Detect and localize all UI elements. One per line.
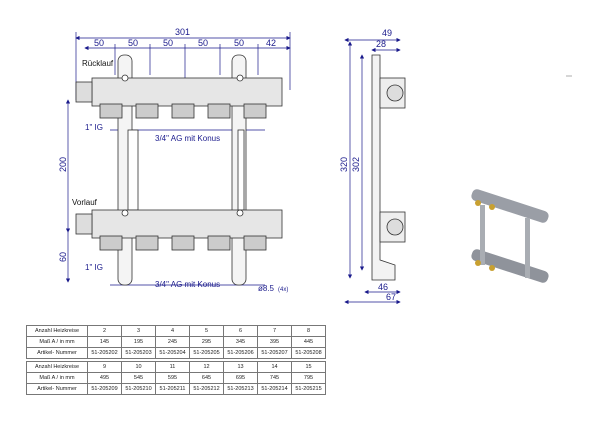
- cell: 51-205206: [223, 347, 258, 359]
- dim-side-h2: 302: [351, 157, 361, 172]
- cell: 51-205204: [155, 347, 190, 359]
- cell: 6: [223, 325, 258, 337]
- label-ag-bottom: 3/4" AG mit Konus: [155, 280, 220, 289]
- cell: 51-205203: [121, 347, 156, 359]
- dim-side-h1: 320: [339, 157, 349, 172]
- row-label: Maß A / in mm: [26, 372, 88, 384]
- row-label: Maß A / in mm: [26, 336, 88, 348]
- cell: 695: [223, 372, 258, 384]
- label-ig-bottom: 1" IG: [85, 263, 103, 272]
- dim-side-w1: 49: [382, 28, 392, 38]
- cell: 12: [189, 361, 224, 373]
- cell: 15: [291, 361, 326, 373]
- row-label: Anzahl Heizkreise: [26, 361, 88, 373]
- cell: 51-205205: [189, 347, 224, 359]
- dim-seg: 50: [163, 38, 173, 48]
- cell: 3: [121, 325, 156, 337]
- cell: 245: [155, 336, 190, 348]
- dim-offset: 60: [58, 252, 68, 262]
- cell: 7: [257, 325, 292, 337]
- row-label: Artikel- Nummer: [26, 383, 88, 395]
- cell: 51-205210: [121, 383, 156, 395]
- cell: 545: [121, 372, 156, 384]
- label-return: Rücklauf: [82, 59, 114, 68]
- manifold-side-view: [371, 54, 406, 281]
- cell: 51-205213: [223, 383, 258, 395]
- dim-seg: 50: [234, 38, 244, 48]
- cell: 14: [257, 361, 292, 373]
- dim-seg: 50: [94, 38, 104, 48]
- dim-side-b1: 46: [378, 282, 388, 292]
- dimension-labels: 301 50 50 50 50 50 42 200 60 Rücklauf Vo…: [58, 27, 396, 302]
- cell: 51-205215: [291, 383, 326, 395]
- row-label: Artikel- Nummer: [26, 347, 88, 359]
- cell: 5: [189, 325, 224, 337]
- cell: 195: [121, 336, 156, 348]
- cell: 51-205212: [189, 383, 224, 395]
- dim-side-w2: 28: [376, 39, 386, 49]
- dim-side-b2: 67: [386, 292, 396, 302]
- cell: 51-205202: [87, 347, 122, 359]
- cell: 10: [121, 361, 156, 373]
- dim-height: 200: [58, 157, 68, 172]
- label-hole: ø8.5: [258, 284, 275, 293]
- cell: 745: [257, 372, 292, 384]
- dim-seg: 50: [128, 38, 138, 48]
- cell: 4: [155, 325, 190, 337]
- cell: 595: [155, 372, 190, 384]
- cell: 11: [155, 361, 190, 373]
- cell: 395: [257, 336, 292, 348]
- dim-seg: 42: [266, 38, 276, 48]
- cell: 51-205207: [257, 347, 292, 359]
- cell: 2: [87, 325, 122, 337]
- row-label: Anzahl Heizkreise: [26, 325, 88, 337]
- label-hole-count: (4x): [278, 287, 288, 293]
- cell: 445: [291, 336, 326, 348]
- cell: 51-205211: [155, 383, 190, 395]
- label-supply: Vorlauf: [72, 198, 98, 207]
- cell: 9: [87, 361, 122, 373]
- cell: 645: [189, 372, 224, 384]
- cell: 51-205209: [87, 383, 122, 395]
- cell: 13: [223, 361, 258, 373]
- label-ag-top: 3/4" AG mit Konus: [155, 134, 220, 143]
- cell: 795: [291, 372, 326, 384]
- cell: 295: [189, 336, 224, 348]
- dim-seg: 50: [198, 38, 208, 48]
- dim-total: 301: [175, 27, 190, 37]
- cell: 345: [223, 336, 258, 348]
- cell: 495: [87, 372, 122, 384]
- product-photo: [471, 189, 549, 283]
- cell: 51-205208: [291, 347, 326, 359]
- cell: 51-205214: [257, 383, 292, 395]
- label-ig-top: 1" IG: [85, 123, 103, 132]
- manifold-front-view: [75, 54, 283, 286]
- cell: 145: [87, 336, 122, 348]
- cell: 8: [291, 325, 326, 337]
